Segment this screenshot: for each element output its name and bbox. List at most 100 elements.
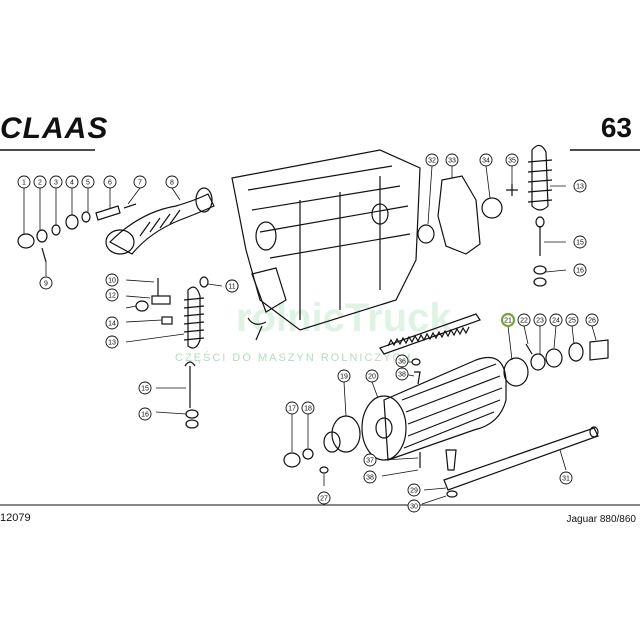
callout-label: 16: [141, 412, 149, 419]
callout-bubble: [445, 153, 459, 167]
part-ring: [51, 224, 61, 236]
spring-right-coils: [527, 159, 553, 203]
callout-bubble: [363, 470, 377, 484]
callout-37: 37: [363, 453, 377, 467]
part-screw: [506, 184, 518, 196]
callout-bubble: [565, 313, 579, 327]
callout-label: 5: [86, 180, 90, 187]
callout-bubble: [65, 175, 79, 189]
callout-27: 27: [317, 491, 331, 505]
callout-label: 36: [398, 359, 406, 366]
callout-bubble: [573, 179, 587, 193]
callout-label: 8: [170, 180, 174, 187]
callout-1: 1: [17, 175, 31, 189]
part-washer-36: [411, 358, 421, 366]
callout-19: 19: [337, 369, 351, 383]
callout-17: 17: [285, 401, 299, 415]
callout-35: 35: [505, 153, 519, 167]
callout-16: 16: [573, 263, 587, 277]
callout-15: 15: [573, 235, 587, 249]
part-screw-38: [414, 371, 421, 385]
callout-label: 3: [54, 180, 58, 187]
callout-22: 22: [517, 313, 531, 327]
part-nut-27: [319, 466, 329, 474]
part-nut-30: [446, 490, 458, 498]
callout-label: 17: [288, 406, 296, 413]
callout-label: 18: [304, 406, 312, 413]
callout-bubble: [425, 153, 439, 167]
part-screw-22: [525, 343, 533, 355]
callout-13: 13: [573, 179, 587, 193]
callout-label: 7: [138, 180, 142, 187]
frame-bore-right: [371, 203, 389, 225]
callout-bubble: [138, 407, 152, 421]
callout-8: 8: [165, 175, 179, 189]
callout-bubble: [573, 263, 587, 277]
callout-4: 4: [65, 175, 79, 189]
part-cap: [17, 233, 35, 249]
callout-label: 16: [576, 268, 584, 275]
part-pin-29: [445, 449, 457, 471]
callout-label: 31: [562, 476, 570, 483]
part-bearing-24: [545, 348, 563, 368]
callout-label: 12: [108, 293, 116, 300]
main-shaft: [443, 427, 599, 491]
callout-bubble: [39, 276, 53, 290]
callout-32: 32: [425, 153, 439, 167]
callout-label: 15: [141, 386, 149, 393]
callout-10: 10: [105, 273, 119, 287]
callout-label: 24: [552, 318, 560, 325]
callout-bubble: [133, 175, 147, 189]
callout-15: 15: [138, 381, 152, 395]
callout-bubble: [517, 313, 531, 327]
frame-hook: [247, 317, 267, 341]
callout-label: 20: [368, 374, 376, 381]
callout-33: 33: [445, 153, 459, 167]
callout-14: 14: [105, 316, 119, 330]
callout-12: 12: [105, 288, 119, 302]
frame-bracket: [251, 267, 287, 313]
callout-label: 35: [508, 158, 516, 165]
callout-bubble: [407, 499, 421, 513]
spring-body: [187, 286, 201, 349]
leader-lines: [23, 165, 597, 505]
callout-25: 25: [565, 313, 579, 327]
brand-logo: CLAAS: [0, 112, 109, 145]
callout-label: 30: [410, 504, 418, 511]
callout-bubble: [138, 381, 152, 395]
part-nut: [135, 300, 149, 312]
callout-5: 5: [81, 175, 95, 189]
callout-23: 23: [533, 313, 547, 327]
callout-label: 10: [108, 278, 116, 285]
callout-bubble: [585, 313, 599, 327]
callout-label: 13: [576, 184, 584, 191]
strip-teeth: [387, 326, 470, 347]
callout-label: 26: [588, 318, 596, 325]
callout-bubble: [500, 312, 516, 328]
callout-bubble: [573, 235, 587, 249]
callout-label: 11: [228, 284, 235, 291]
part-bolt: [151, 295, 171, 305]
callout-bubble: [549, 313, 563, 327]
callout-bubble: [505, 153, 519, 167]
spring-coils: [183, 297, 205, 341]
callout-18: 18: [301, 401, 315, 415]
drum-body: [383, 356, 507, 461]
frame-members: [247, 165, 411, 320]
page-number: 63: [600, 112, 632, 143]
part-key: [123, 203, 137, 209]
part-block: [161, 316, 173, 325]
part-seal: [417, 224, 435, 244]
callout-24: 24: [549, 313, 563, 327]
callout-label: 6: [108, 180, 112, 187]
callout-30: 30: [407, 499, 421, 513]
eye-bolt: [184, 361, 196, 408]
callout-bubble: [407, 483, 421, 497]
callout-label: 4: [70, 180, 74, 187]
callout-11: 11: [225, 279, 239, 293]
callout-20: 20: [365, 369, 379, 383]
callout-bubble: [33, 175, 47, 189]
callout-label: 38: [366, 475, 374, 482]
callout-13: 13: [105, 335, 119, 349]
